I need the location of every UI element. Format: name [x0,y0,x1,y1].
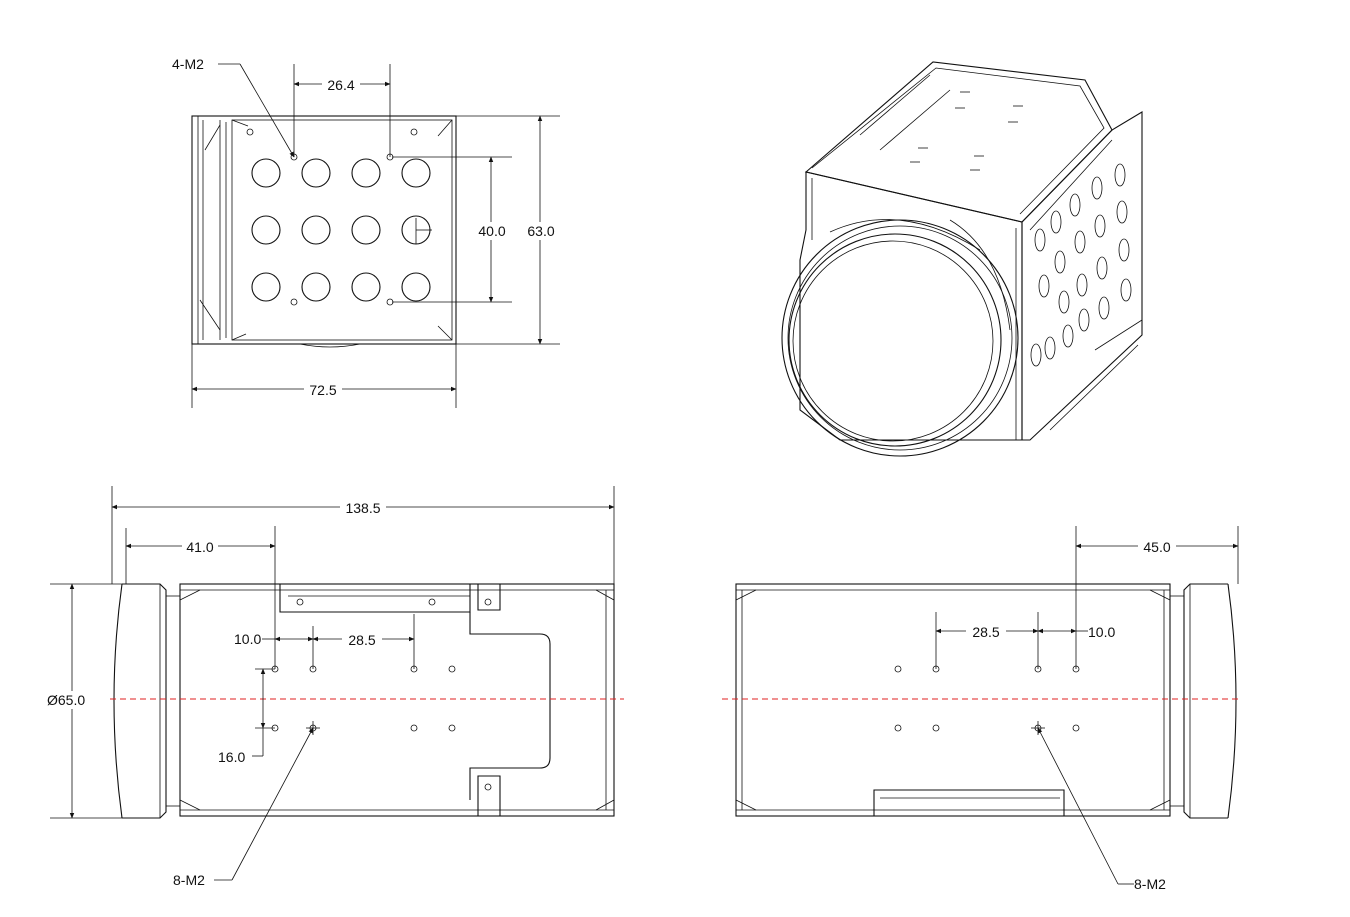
side-view-left-outline [113,583,615,819]
dim-72-5-label: 72.5 [309,382,336,398]
dim-16-0: 16.0 [218,668,275,765]
dim-10-0-right: 10.0 [1037,624,1115,640]
top-view: 26.4 4-M2 40.0 63.0 [172,56,560,408]
callout-4-m2-label: 4-M2 [172,56,204,72]
side-left-holes [271,665,456,735]
callout-8-m2-left-label: 8-M2 [173,872,205,888]
dim-45-0: 45.0 [1075,526,1239,669]
dim-40-0: 40.0 [392,156,512,303]
dim-16-0-label: 16.0 [218,749,245,765]
dim-72-5: 72.5 [191,344,457,408]
callout-8-m2-right-label: 8-M2 [1134,876,1166,892]
side-view-right: 45.0 28.5 10.0 8-M2 [722,526,1240,892]
dim-63-0: 63.0 [456,115,560,345]
dim-41-0: 41.0 [125,526,276,669]
dim-41-0-label: 41.0 [186,539,213,555]
side-view-right-outline [735,583,1237,819]
callout-4-m2: 4-M2 [172,56,295,158]
dim-28-5-left-label: 28.5 [348,632,375,648]
dim-diameter-65: Ø65.0 [44,583,122,819]
dim-28-5-left: 28.5 [312,614,415,669]
dim-26-4-label: 26.4 [327,77,354,93]
dim-138-5-label: 138.5 [345,500,380,516]
dim-28-5-right: 28.5 [935,612,1039,669]
lens [781,219,1019,457]
dim-26-4: 26.4 [293,64,391,157]
callout-8-m2-left: 8-M2 [173,727,314,888]
front-hole-grid [251,158,432,302]
side-panel-holes [1030,163,1132,367]
side-right-holes [894,665,1080,735]
top-view-outline [191,115,457,348]
dim-45-0-label: 45.0 [1143,539,1170,555]
dim-diameter-65-label: Ø65.0 [47,692,85,708]
dim-40-0-label: 40.0 [478,223,505,239]
isometric-view [781,61,1143,457]
callout-8-m2-right: 8-M2 [1037,727,1166,892]
side-view-left: 138.5 41.0 10.0 28.5 [44,486,624,888]
dim-10-0-right-label: 10.0 [1088,624,1115,640]
dim-63-0-label: 63.0 [527,223,554,239]
dim-10-0-left-label: 10.0 [234,631,261,647]
dim-138-5: 138.5 [111,486,615,584]
dim-10-0-left: 10.0 [234,626,314,669]
dim-28-5-right-label: 28.5 [972,624,999,640]
